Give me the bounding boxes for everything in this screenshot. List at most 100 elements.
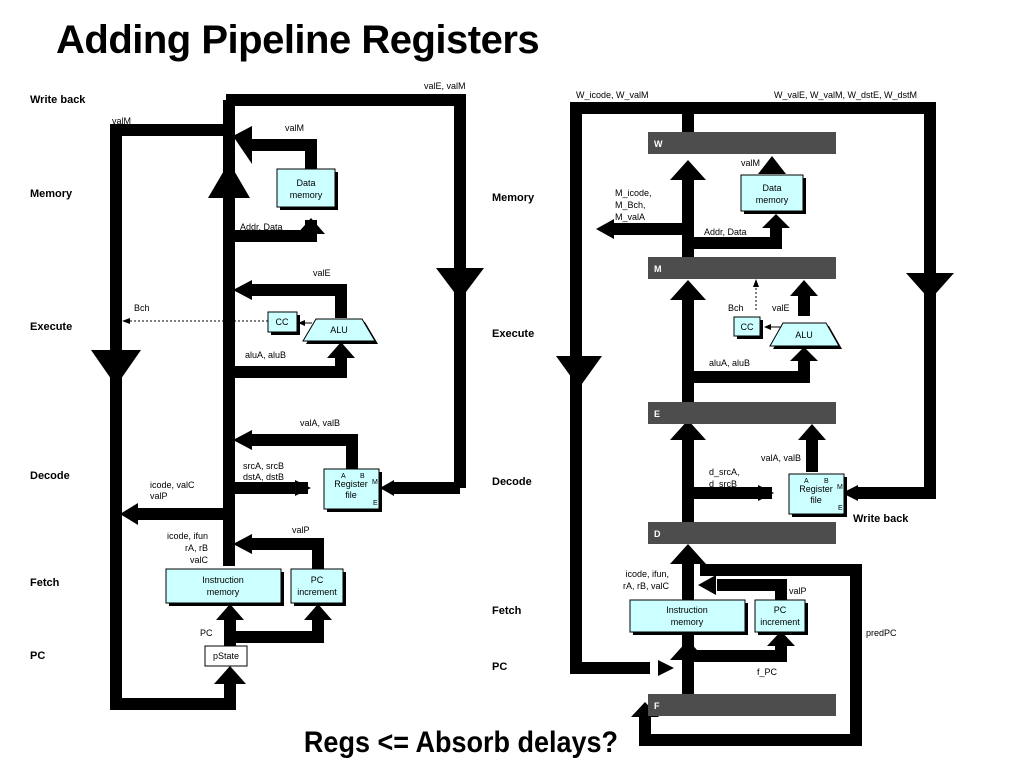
left-stage-decode: Decode xyxy=(30,470,70,482)
svg-text:B: B xyxy=(824,478,829,485)
right-stage-fetch: Fetch xyxy=(492,605,522,617)
right-register-file: Register file A B M E xyxy=(788,473,847,517)
svg-text:ALU: ALU xyxy=(330,325,348,335)
svg-text:memory: memory xyxy=(207,587,240,597)
left-datapath-wires xyxy=(110,94,466,710)
right-pc-increment: PC increment xyxy=(754,599,808,635)
left-stage-writeback: Write back xyxy=(30,94,86,106)
left-label-vale: valE xyxy=(313,268,331,278)
left-label-dsta-dstb: dstA, dstB xyxy=(243,472,284,482)
left-label-vala-valb: valA, valB xyxy=(300,418,340,428)
right-label-icode-ifun: icode, ifun, xyxy=(625,569,669,579)
left-bch-arrow xyxy=(122,318,130,324)
svg-text:memory: memory xyxy=(756,195,789,205)
svg-text:Instruction: Instruction xyxy=(666,605,708,615)
right-label-m-icode: M_icode, xyxy=(615,188,652,198)
right-label-ra-rb-valc: rA, rB, valC xyxy=(623,581,670,591)
svg-text:Register: Register xyxy=(334,479,368,489)
svg-text:A: A xyxy=(804,478,809,485)
left-label-valm-top: valM xyxy=(112,116,131,126)
left-pc-increment: PC increment xyxy=(290,568,346,606)
left-stage-pc: PC xyxy=(30,650,45,662)
svg-text:CC: CC xyxy=(276,317,289,327)
svg-text:A: A xyxy=(341,473,346,480)
right-label-w-vale-etc: W_valE, W_valM, W_dstE, W_dstM xyxy=(774,90,917,100)
right-label-w-icode-w-valm: W_icode, W_valM xyxy=(576,90,649,100)
svg-text:M: M xyxy=(654,264,662,274)
left-label-valc: valC xyxy=(190,555,209,565)
svg-text:file: file xyxy=(810,495,822,505)
pipeline-register-m: M xyxy=(648,257,836,279)
left-stage-execute: Execute xyxy=(30,321,72,333)
right-label-vale: valE xyxy=(772,303,790,313)
left-cc-link-arrow xyxy=(298,320,305,326)
left-label-alua-alub: aluA, aluB xyxy=(245,350,286,360)
right-cc-unit: CC xyxy=(733,316,763,339)
left-label-icode-valc: icode, valC xyxy=(150,480,195,490)
right-stage-execute: Execute xyxy=(492,328,534,340)
right-stage-writeback: Write back xyxy=(853,513,909,525)
svg-text:Instruction: Instruction xyxy=(202,575,244,585)
svg-text:F: F xyxy=(654,701,660,711)
svg-text:increment: increment xyxy=(760,617,800,627)
right-stage-pc: PC xyxy=(492,661,507,673)
svg-text:E: E xyxy=(373,500,378,507)
right-label-bch: Bch xyxy=(728,303,744,313)
svg-text:file: file xyxy=(345,490,357,500)
svg-text:ALU: ALU xyxy=(795,330,813,340)
svg-text:pState: pState xyxy=(213,651,239,661)
left-arrowheads xyxy=(91,126,484,684)
left-alu-unit: ALU xyxy=(302,318,378,344)
svg-text:W: W xyxy=(654,139,663,149)
left-label-addr-data: Addr, Data xyxy=(240,222,283,232)
left-label-valm-dmem: valM xyxy=(285,123,304,133)
svg-text:increment: increment xyxy=(297,587,337,597)
left-register-file: Register file A B M E xyxy=(323,468,382,512)
right-label-alua-alub: aluA, aluB xyxy=(709,358,750,368)
right-instruction-memory: Instruction memory xyxy=(629,599,748,635)
left-label-bch: Bch xyxy=(134,303,150,313)
left-stage-memory: Memory xyxy=(30,188,73,200)
right-datapath-wires xyxy=(570,102,936,746)
right-label-valp: valP xyxy=(789,586,807,596)
right-label-valm: valM xyxy=(741,158,760,168)
svg-text:Data: Data xyxy=(296,178,315,188)
svg-text:E: E xyxy=(838,505,843,512)
left-label-icode-ifun: icode, ifun xyxy=(167,531,208,541)
svg-text:Register: Register xyxy=(799,484,833,494)
right-stage-memory: Memory xyxy=(492,192,535,204)
svg-text:PC: PC xyxy=(311,575,324,585)
left-label-valp-left: valP xyxy=(150,491,168,501)
left-label-srca-srcb: srcA, srcB xyxy=(243,461,284,471)
right-label-f-pc: f_PC xyxy=(757,667,778,677)
left-stage-fetch: Fetch xyxy=(30,577,60,589)
right-label-d-srcb: d_srcB xyxy=(709,479,737,489)
svg-text:D: D xyxy=(654,529,661,539)
left-cc-unit: CC xyxy=(267,311,300,335)
right-alu-unit: ALU xyxy=(769,322,842,349)
svg-text:M: M xyxy=(372,479,378,486)
left-pstate: pState xyxy=(204,645,248,667)
pipeline-register-f: F xyxy=(648,694,836,716)
pipeline-register-d: D xyxy=(648,522,836,544)
left-data-memory: Data memory xyxy=(276,168,338,210)
right-data-memory: Data memory xyxy=(740,174,806,214)
slide-title: Adding Pipeline Registers xyxy=(56,18,540,62)
svg-text:memory: memory xyxy=(290,190,323,200)
left-label-pc: PC xyxy=(200,628,213,638)
left-label-ra-rb: rA, rB xyxy=(185,543,208,553)
slide-subtitle: Regs <= Absorb delays? xyxy=(303,726,619,759)
right-label-addr-data: Addr, Data xyxy=(704,227,747,237)
right-diagram: Memory Execute Decode Fetch PC Write bac… xyxy=(492,90,954,746)
right-label-d-srca: d_srcA, xyxy=(709,467,740,477)
right-label-vala-valb: valA, valB xyxy=(761,453,801,463)
left-diagram: Write back Memory Execute Decode Fetch P… xyxy=(30,81,484,710)
svg-text:B: B xyxy=(360,473,365,480)
pipeline-register-w: W xyxy=(648,132,836,154)
right-stage-decode: Decode xyxy=(492,476,532,488)
svg-text:memory: memory xyxy=(671,617,704,627)
svg-text:CC: CC xyxy=(741,322,754,332)
right-label-predpc: predPC xyxy=(866,628,897,638)
